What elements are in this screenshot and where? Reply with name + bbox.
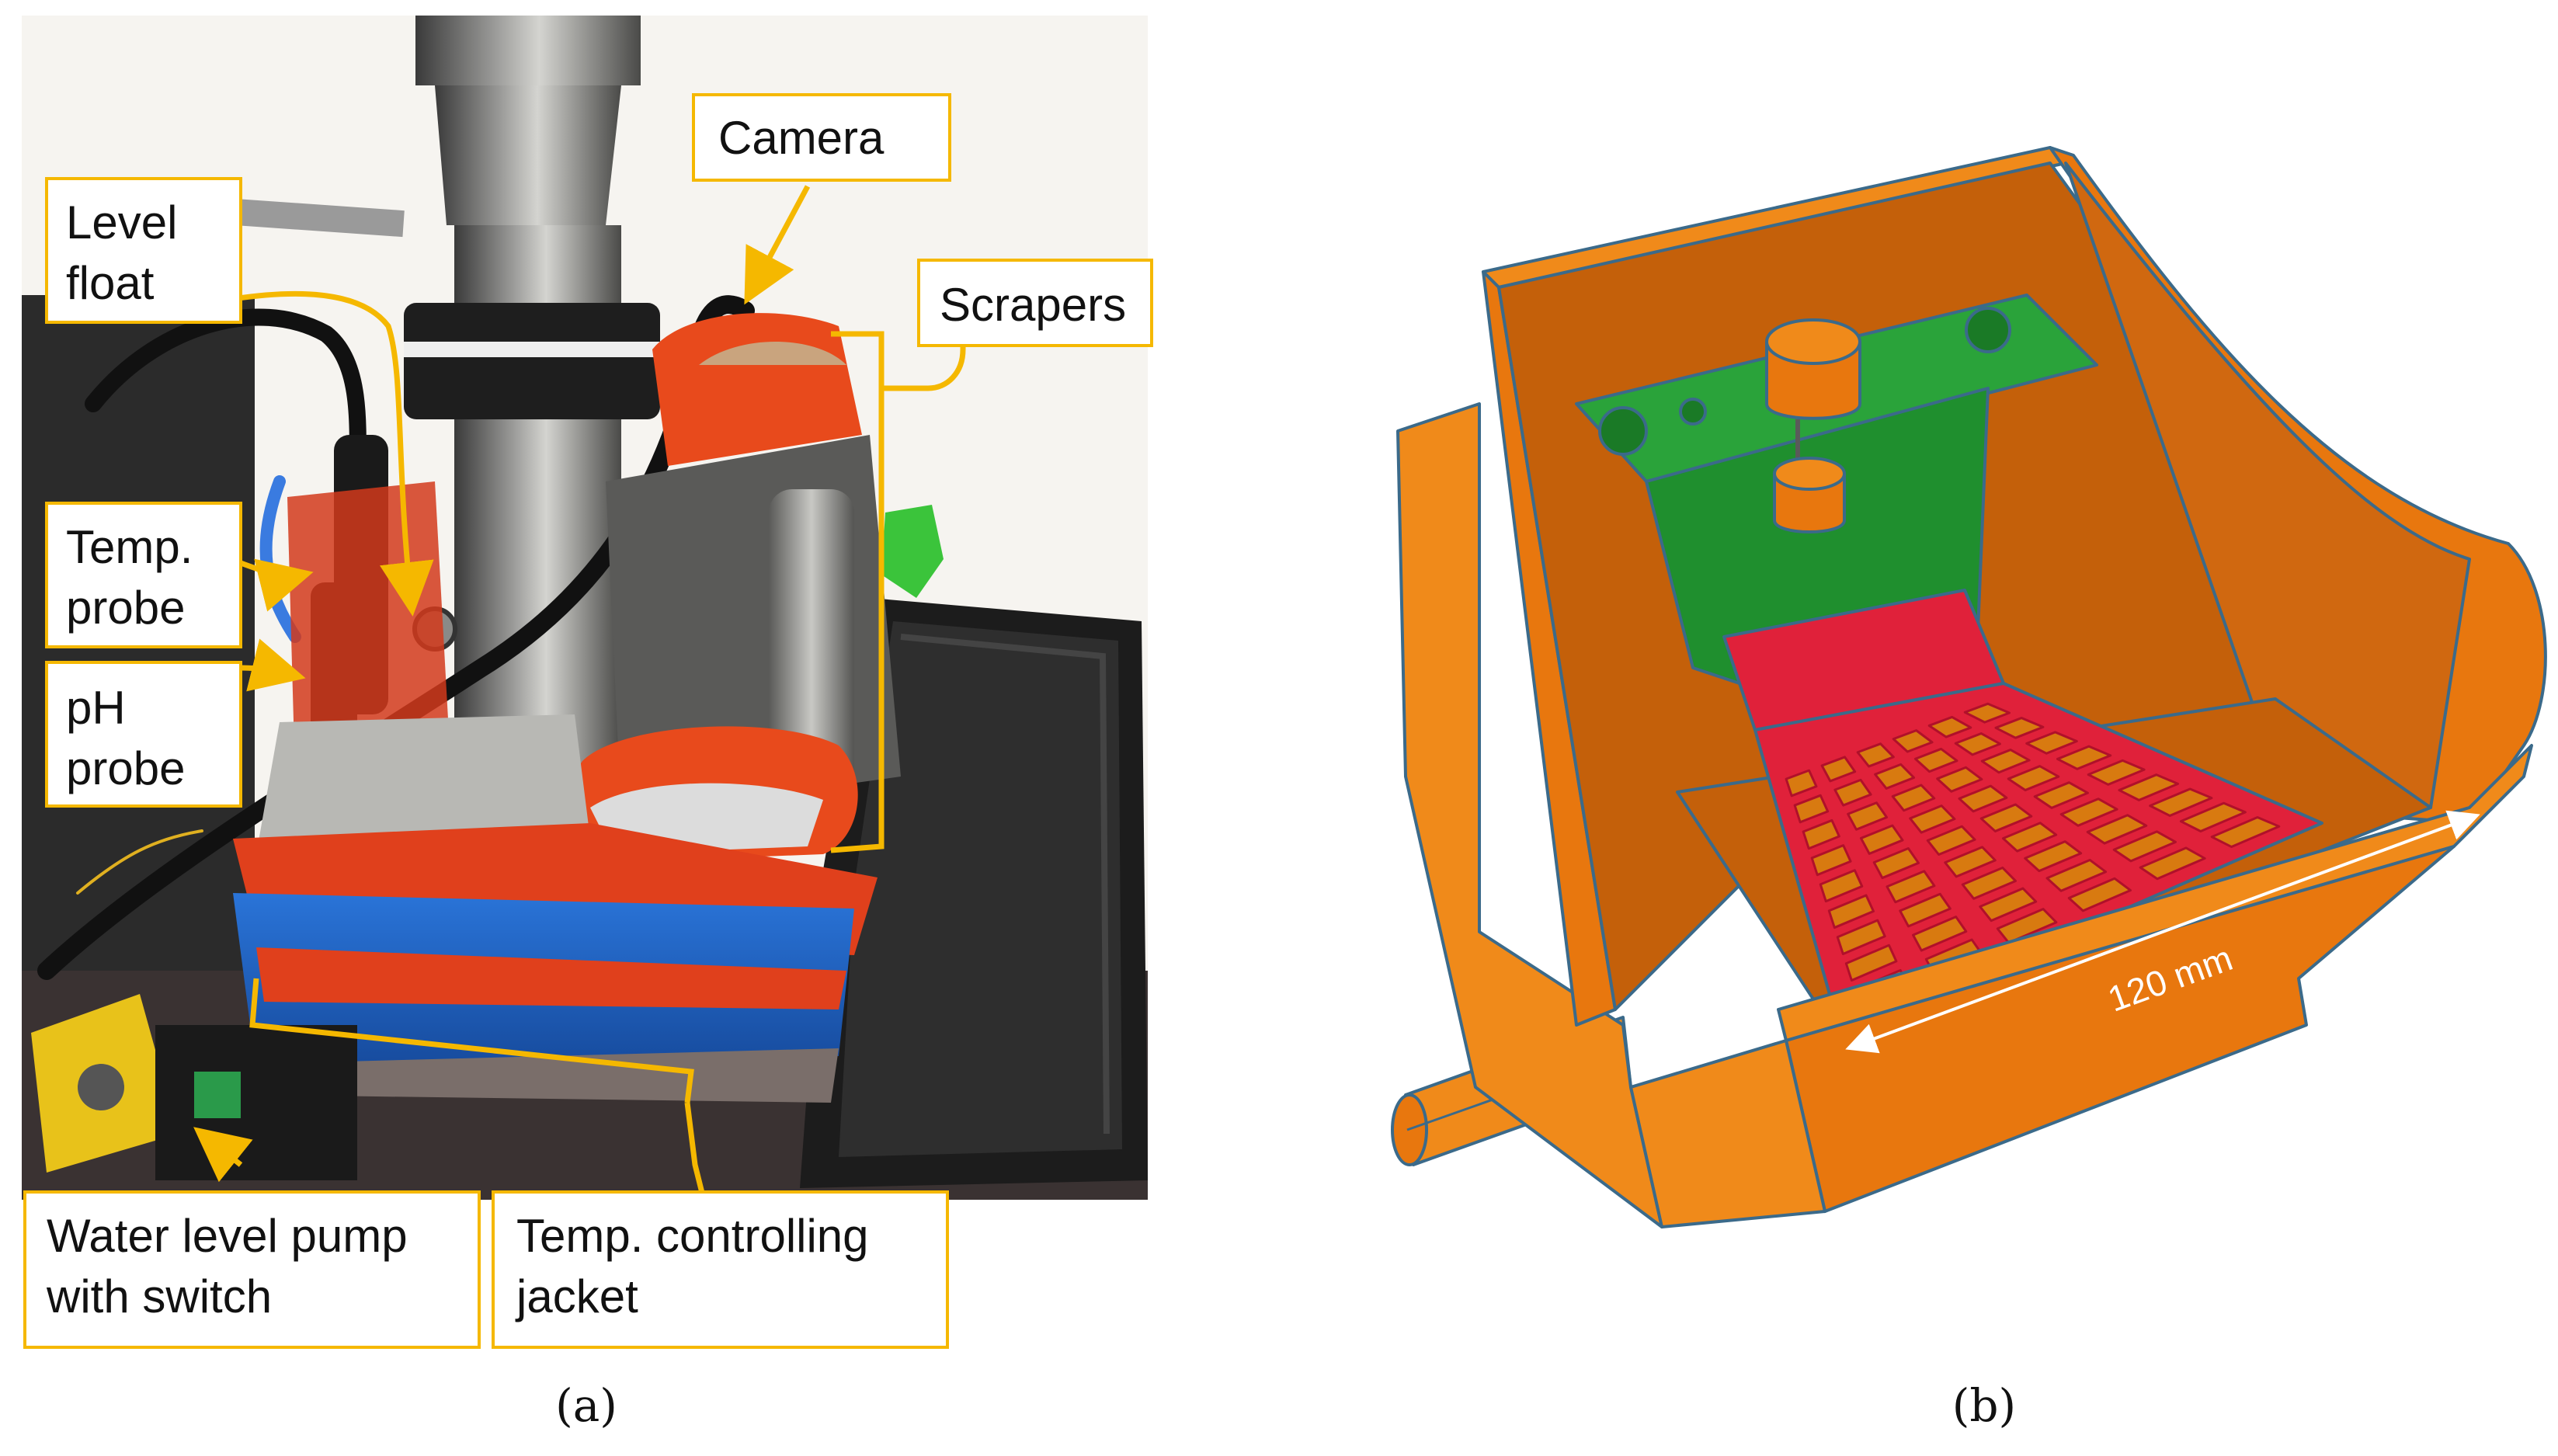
callout-temp-jacket-line1: Temp. controlling bbox=[516, 1210, 869, 1262]
grid-hole bbox=[2087, 759, 2146, 786]
callout-camera-text: Camera bbox=[718, 112, 885, 164]
grid-hole bbox=[1994, 717, 2045, 739]
green-part bbox=[881, 505, 944, 598]
callout-scrapers: Scrapers bbox=[917, 259, 1153, 347]
callout-water-level-pump-line2: with switch bbox=[46, 1270, 272, 1322]
callout-temp-jacket-line2: jacket bbox=[515, 1270, 638, 1322]
grid-hole bbox=[1833, 778, 1872, 807]
grid-hole bbox=[2025, 731, 2078, 755]
callout-level-float-line2: float bbox=[66, 257, 155, 309]
grid-hole bbox=[1927, 715, 1972, 738]
grid-hole bbox=[1963, 702, 2011, 724]
grid-hole bbox=[2118, 773, 2180, 801]
callout-level-float: Level float bbox=[45, 177, 242, 324]
callout-leaders bbox=[193, 185, 966, 1197]
grid-hole bbox=[1820, 756, 1857, 783]
grid-hole bbox=[1874, 763, 1916, 790]
pump bbox=[31, 994, 357, 1180]
grid-hole bbox=[1793, 794, 1830, 824]
callout-temp-probe: Temp. probe bbox=[45, 502, 242, 648]
grid-hole bbox=[2007, 765, 2060, 792]
callout-water-level-pump: Water level pump with switch bbox=[23, 1190, 481, 1349]
panel-a-photo bbox=[22, 16, 1148, 1200]
grid-hole bbox=[1785, 769, 1818, 797]
callout-level-float-line1: Level bbox=[66, 196, 177, 248]
grid-hole bbox=[1980, 749, 2031, 774]
grid-hole bbox=[1936, 766, 1983, 793]
grid-hole bbox=[1802, 818, 1840, 850]
callout-water-level-pump-line1: Water level pump bbox=[47, 1210, 408, 1262]
panel-b-caption: (b) bbox=[1952, 1379, 2016, 1432]
clamp-ring bbox=[404, 303, 660, 419]
callout-ph-probe: pH probe bbox=[45, 661, 242, 808]
grid-hole bbox=[1954, 732, 2001, 756]
callout-ph-probe-line1: pH bbox=[66, 682, 126, 734]
callout-camera: Camera bbox=[692, 93, 951, 182]
callout-scrapers-text: Scrapers bbox=[940, 279, 1126, 331]
callout-temp-probe-line1: Temp. bbox=[66, 521, 193, 573]
panel-a-caption: (a) bbox=[555, 1379, 617, 1432]
panel-b-model bbox=[1391, 146, 2547, 1228]
callout-ph-probe-line2: probe bbox=[66, 742, 185, 794]
grid-hole bbox=[1913, 747, 1958, 773]
callout-temp-probe-line2: probe bbox=[66, 582, 185, 634]
callout-temp-jacket: Temp. controlling jacket bbox=[492, 1190, 949, 1349]
grid-hole bbox=[1891, 784, 1936, 812]
jacket bbox=[233, 714, 878, 1103]
grid-hole bbox=[1892, 729, 1934, 753]
grid-hole bbox=[1856, 742, 1895, 768]
grid-hole bbox=[2056, 745, 2112, 770]
grid-hole bbox=[2033, 781, 2089, 809]
grid-hole bbox=[1958, 784, 2008, 813]
